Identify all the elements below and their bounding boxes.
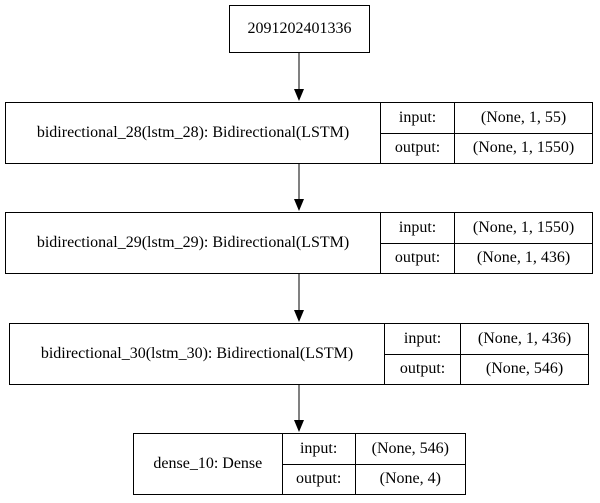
layer-name-cell: bidirectional_30(lstm_30): Bidirectional… xyxy=(10,324,386,384)
layer-name-cell: bidirectional_29(lstm_29): Bidirectional… xyxy=(6,213,382,273)
layer-io-table: input: (None, 546) output: (None, 4) xyxy=(282,434,465,495)
input-layer-node: 2091202401336 xyxy=(229,5,370,53)
input-shape-cell: (None, 1, 1550) xyxy=(455,213,592,243)
layer-node-bidirectional-28: bidirectional_28(lstm_28): Bidirectional… xyxy=(5,102,593,164)
input-row: input: (None, 1, 436) xyxy=(385,324,588,354)
output-label-cell: output: xyxy=(385,354,462,384)
output-shape-cell: (None, 4) xyxy=(356,465,465,495)
layer-name-cell: dense_10: Dense xyxy=(134,434,283,494)
output-label: output: xyxy=(394,139,441,157)
output-shape: (None, 546) xyxy=(485,360,564,378)
input-row: input: (None, 546) xyxy=(283,434,465,464)
layer-name-cell: bidirectional_28(lstm_28): Bidirectional… xyxy=(6,103,382,163)
output-label-cell: output: xyxy=(283,464,356,494)
layer-node-dense-10: dense_10: Dense input: (None, 546) outpu… xyxy=(133,433,466,495)
output-row: output: (None, 4) xyxy=(282,463,465,495)
output-shape: (None, 4) xyxy=(379,470,441,488)
input-label-cell: input: xyxy=(283,434,356,464)
layer-name: dense_10: Dense xyxy=(153,455,263,472)
output-row: output: (None, 546) xyxy=(385,353,588,385)
input-shape-cell: (None, 1, 436) xyxy=(461,324,588,354)
output-label-cell: output: xyxy=(381,133,456,163)
input-shape-cell: (None, 546) xyxy=(356,434,465,464)
layer-io-table: input: (None, 1, 436) output: (None, 546… xyxy=(385,324,588,384)
output-row: output: (None, 1, 1550) xyxy=(381,132,592,164)
output-label: output: xyxy=(399,360,446,378)
input-shape: (None, 1, 55) xyxy=(480,108,567,126)
input-label: input: xyxy=(398,108,437,126)
input-shape-cell: (None, 1, 55) xyxy=(455,103,592,133)
input-row: input: (None, 1, 1550) xyxy=(381,213,592,243)
output-label: output: xyxy=(295,470,342,488)
output-shape: (None, 1, 436) xyxy=(476,249,571,267)
output-shape-cell: (None, 546) xyxy=(461,355,588,385)
edge-layer-29-to-layer-30 xyxy=(294,274,304,322)
layer-node-bidirectional-30: bidirectional_30(lstm_30): Bidirectional… xyxy=(9,323,589,385)
layer-io-table: input: (None, 1, 1550) output: (None, 1,… xyxy=(381,213,592,273)
input-label: input: xyxy=(403,329,442,347)
input-label: input: xyxy=(299,439,338,457)
output-shape-cell: (None, 1, 1550) xyxy=(455,134,592,164)
input-layer-label: 2091202401336 xyxy=(247,20,352,37)
input-shape: (None, 546) xyxy=(371,439,449,457)
input-row: input: (None, 1, 55) xyxy=(381,103,592,133)
input-label-cell: input: xyxy=(385,324,462,354)
output-shape: (None, 1, 1550) xyxy=(472,139,575,157)
output-shape-cell: (None, 1, 436) xyxy=(455,244,592,274)
output-row: output: (None, 1, 436) xyxy=(381,242,592,274)
layer-node-bidirectional-29: bidirectional_29(lstm_29): Bidirectional… xyxy=(5,212,593,274)
edge-input-to-layer-28 xyxy=(294,53,304,101)
layer-io-table: input: (None, 1, 55) output: (None, 1, 1… xyxy=(381,103,592,163)
layer-name: bidirectional_30(lstm_30): Bidirectional… xyxy=(40,345,354,362)
edge-layer-30-to-dense-10 xyxy=(294,385,304,432)
input-label-cell: input: xyxy=(381,213,456,243)
output-label: output: xyxy=(394,249,441,267)
layer-name: bidirectional_29(lstm_29): Bidirectional… xyxy=(36,234,350,251)
input-shape: (None, 1, 1550) xyxy=(472,218,575,236)
input-label-cell: input: xyxy=(381,103,456,133)
input-shape: (None, 1, 436) xyxy=(477,329,572,347)
input-label: input: xyxy=(398,218,437,236)
layer-name: bidirectional_28(lstm_28): Bidirectional… xyxy=(36,124,350,141)
edge-layer-28-to-layer-29 xyxy=(294,164,304,211)
output-label-cell: output: xyxy=(381,243,456,273)
